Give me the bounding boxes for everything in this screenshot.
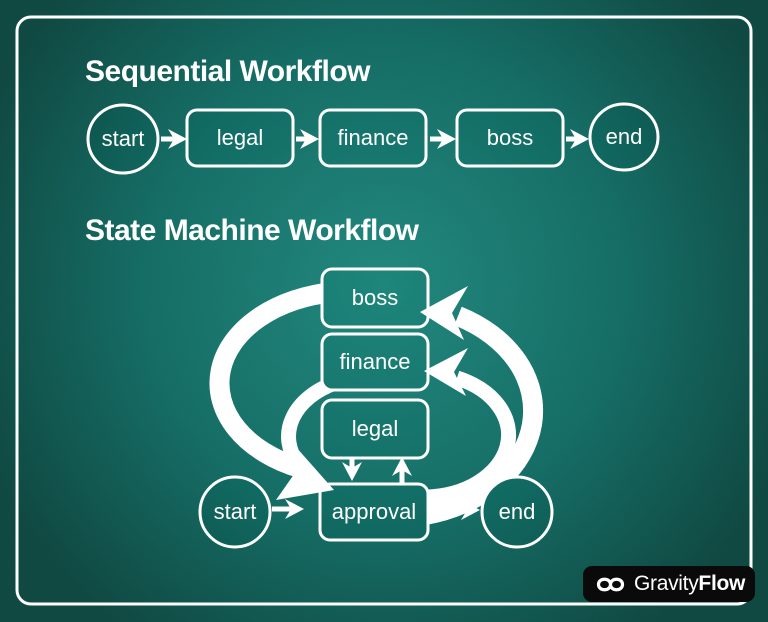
sm-loop-into-finance-arrowhead-icon xyxy=(424,348,468,396)
arrow-head-icon xyxy=(461,500,480,520)
sm-loop-left-outer-arc xyxy=(209,282,336,478)
sm-loop-left-inner-arc xyxy=(281,375,338,469)
seq-arrow-start-to-legal xyxy=(161,129,187,149)
sm-state-boss-label: boss xyxy=(352,285,398,310)
seq-step-finance-box xyxy=(318,108,428,168)
border-frame xyxy=(15,15,753,606)
arrow-head-icon xyxy=(342,462,362,481)
sm-state-boss-box xyxy=(320,267,430,329)
sm-arrow-approval-to-legal xyxy=(392,457,412,484)
sm-arrow-start-to-approval xyxy=(272,499,304,519)
seq-end-node xyxy=(588,102,660,172)
sm-loop-right-outer-arc xyxy=(423,306,544,525)
state-machine-workflow-title: State Machine Workflow xyxy=(85,214,420,247)
arrow-head-icon xyxy=(392,457,412,476)
logo-text-gravity: Gravity xyxy=(634,572,699,595)
arrow-head-icon xyxy=(285,499,304,519)
sm-state-approval-label: approval xyxy=(332,499,416,524)
sm-start-node xyxy=(198,475,272,549)
sm-state-finance-label: finance xyxy=(340,349,411,374)
seq-start-label: start xyxy=(102,126,145,151)
arrow-head-icon xyxy=(570,129,589,149)
seq-arrow-legal-to-finance xyxy=(296,129,319,149)
sm-start-label: start xyxy=(214,499,257,524)
seq-step-boss-box xyxy=(455,108,565,168)
sequential-workflow-title: Sequential Workflow xyxy=(85,55,371,88)
sequential-workflow-diagram: start legal finance boss end xyxy=(86,102,660,175)
infinity-icon xyxy=(596,577,625,591)
arrow-head-icon xyxy=(300,129,319,149)
sm-end-node xyxy=(480,475,554,549)
seq-start-node xyxy=(86,103,160,175)
state-machine-workflow-diagram: boss finance legal approval start end xyxy=(198,267,554,549)
seq-arrow-finance-to-boss xyxy=(430,129,456,149)
seq-arrow-boss-to-end xyxy=(566,129,589,149)
logo-text-flow: Flow xyxy=(698,572,746,595)
seq-step-legal-label: legal xyxy=(217,125,263,150)
arrow-head-icon xyxy=(168,129,187,149)
sm-arrow-approval-to-end xyxy=(452,500,480,520)
seq-step-boss-label: boss xyxy=(487,125,533,150)
sm-state-legal-label: legal xyxy=(352,416,398,441)
sm-state-finance-box xyxy=(320,332,430,392)
arrow-head-icon xyxy=(437,129,456,149)
sm-end-label: end xyxy=(499,499,536,524)
seq-step-legal-box xyxy=(185,108,295,168)
seq-end-label: end xyxy=(606,124,643,149)
sm-loop-right-inner-arc xyxy=(423,370,517,505)
seq-step-finance-label: finance xyxy=(338,125,409,150)
sm-state-approval-box xyxy=(318,482,430,542)
sm-loop-into-boss-arrowhead-icon xyxy=(420,286,468,340)
sm-state-legal-box xyxy=(320,398,430,460)
sm-loop-into-approval-arrowhead-icon xyxy=(276,438,334,500)
